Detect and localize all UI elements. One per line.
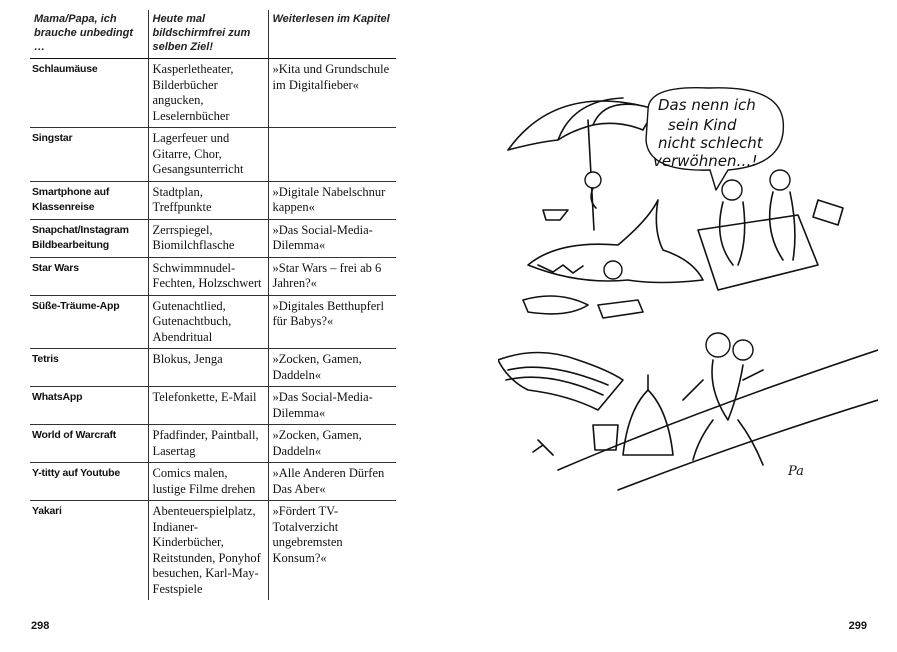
running-man — [682, 332, 764, 466]
row-chapter-cell: »Digitales Betthupferl für Babys?« — [267, 295, 396, 349]
page-number-right: 299 — [848, 620, 867, 632]
header-chapter: Weiterlesen im Kapitel — [267, 10, 396, 59]
row-chapter-cell: »Das Social-Media-Dilemma« — [267, 219, 396, 258]
row-alternative-cell: Telefonkette, E-Mail — [147, 386, 268, 425]
row-need-cell: World of Warcraft — [30, 424, 148, 463]
row-need-cell: Süße-Träume-App — [30, 295, 148, 349]
sunbathing-couple — [697, 169, 844, 291]
row-alternative-cell: Schwimmnudel-Fechten, Holzschwert — [147, 257, 268, 296]
row-chapter-cell: »Zocken, Gamen, Daddeln« — [267, 348, 396, 387]
row-chapter-cell: »Digitale Nabelschnur kappen« — [267, 181, 396, 220]
artist-signature: Pa — [787, 464, 804, 479]
speech-line-2: sein Kind — [668, 116, 737, 134]
umbrella-drawing — [507, 97, 659, 231]
sandcastle-scene — [498, 349, 878, 491]
row-chapter-cell: »Das Social-Media-Dilemma« — [267, 386, 396, 425]
row-alternative-cell: Stadtplan, Treffpunkte — [147, 181, 268, 220]
row-alternative-cell: Gutenachtlied, Gutenachtbuch, Abendritua… — [147, 295, 268, 349]
table-row: Yakari Abenteuerspielplatz, Indianer-Kind… — [30, 500, 396, 600]
row-need-cell: Yakari — [32, 505, 62, 517]
header-alternative: Heute mal bildschirmfrei zum selben Ziel… — [147, 10, 268, 59]
row-need-cell: Schlaumäuse — [30, 58, 148, 128]
row-need-cell: Tetris — [30, 348, 148, 387]
row-need-cell: Singstar — [30, 127, 148, 182]
row-chapter-cell: »Star Wars – frei ab 6 Jahren?« — [267, 257, 396, 296]
row-need-cell: Smartphone auf Klassenreise — [30, 181, 148, 220]
speech-line-4: verwöhnen…! — [653, 152, 757, 170]
row-chapter-cell — [267, 127, 396, 182]
row-need-cell: Star Wars — [30, 257, 148, 296]
table-header-row: Mama/Papa, ich brauche unbedingt … Heute… — [30, 10, 396, 59]
left-page: Mama/Papa, ich brauche unbedingt … Heute… — [0, 0, 448, 652]
beach-cartoon-illustration: Das nenn ich sein Kind nicht schlecht ve… — [498, 86, 878, 491]
right-page: Das nenn ich sein Kind nicht schlecht ve… — [448, 0, 897, 652]
row-chapter-cell: »Fördert TV-Totalverzicht ungebremsten K… — [267, 500, 396, 600]
row-need-cell: WhatsApp — [30, 386, 148, 425]
header-need: Mama/Papa, ich brauche unbedingt … — [30, 10, 148, 59]
page-number-left: 298 — [31, 620, 50, 632]
row-need-cell: Snapchat/Instagram Bildbearbeitung — [30, 219, 148, 258]
row-alternative-cell: Blokus, Jenga — [147, 348, 268, 387]
speech-bubble: Das nenn ich sein Kind nicht schlecht ve… — [645, 86, 785, 191]
row-alternative-cell: Zerrspiegel, Biomilchflasche — [147, 219, 268, 258]
row-alternative-cell: Abenteuerspielplatz, Indianer-Kinderbüch… — [147, 500, 268, 600]
row-need-cell: Y-titty auf Youtube — [30, 462, 148, 501]
speech-line-1: Das nenn ich — [658, 96, 756, 114]
shark-float-with-child — [522, 171, 704, 319]
row-alternative-cell: Lagerfeuer und Gitarre, Chor, Gesangsunt… — [147, 127, 268, 182]
row-alternative-cell: Pfadfinder, Paintball, Lasertag — [147, 424, 268, 463]
alternatives-table: Mama/Papa, ich brauche unbedingt … Heute… — [30, 10, 396, 600]
row-chapter-cell: »Alle Anderen Dürfen Das Aber« — [267, 462, 396, 501]
row-chapter-cell: »Zocken, Gamen, Daddeln« — [267, 424, 396, 463]
speech-line-3: nicht schlecht — [658, 134, 764, 152]
row-alternative-cell: Kasperletheater, Bilderbücher angucken, … — [147, 58, 268, 128]
row-chapter-cell: »Kita und Grundschule im Digitalfieber« — [267, 58, 396, 128]
row-alternative-cell: Comics malen, lustige Filme drehen — [147, 462, 268, 501]
